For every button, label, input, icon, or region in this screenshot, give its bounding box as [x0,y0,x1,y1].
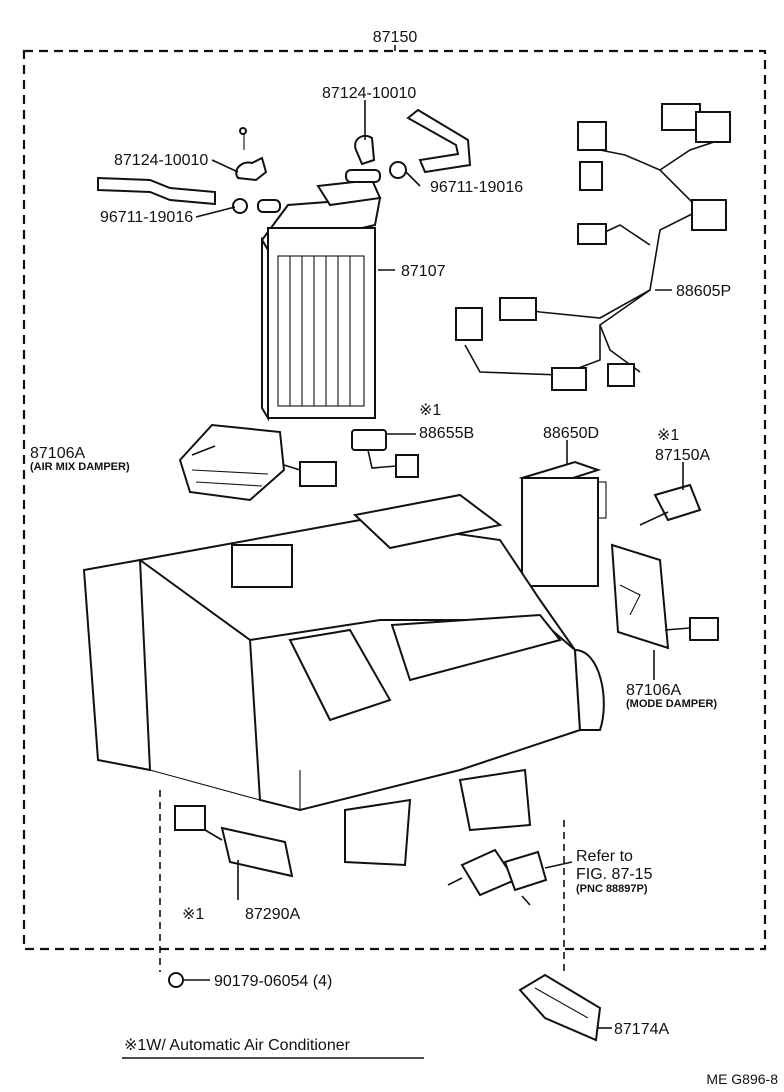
label-grommet-left: 96711-19016 [100,209,193,226]
heater-unit-case [82,493,605,867]
label-heater-core: 87107 [401,263,446,280]
marker-servo-87290a: ※1 [182,906,204,923]
label-servo-87150a: 87150A [655,447,710,464]
servo-87290a [174,805,294,878]
wire-harness [455,103,731,391]
marker-servo-87150a: ※1 [657,427,679,444]
heater-hose-left [97,176,216,206]
figure-code: ME G896-8 [706,1071,778,1087]
label-air-mix-damper: 87106A [30,445,85,462]
refer-line3: (PNC 88897P) [576,883,648,895]
grommet-left-icon [232,198,248,214]
label-hose-clamp-top: 87124-10010 [322,85,416,102]
label-air-mix-damper-note: (AIR MIX DAMPER) [30,461,130,473]
mode-damper [610,543,719,650]
label-hose-clamp-left: 87124-10010 [114,152,208,169]
label-sensor-88655b: 88655B [419,425,474,442]
label-nut: 90179-06054 (4) [214,973,332,990]
nut-icon [168,972,184,988]
servo-87150a [639,483,702,526]
duct-87174a [518,973,602,1042]
grommet-right-icon [389,161,407,179]
sensor-88655b [351,429,419,478]
refer-line1: Refer to [576,848,633,865]
footnote: ※1W/ Automatic Air Conditioner [124,1037,351,1054]
label-mode-damper: 87106A [626,682,681,699]
label-duct-87174a: 87174A [614,1021,669,1038]
refer-line2: FIG. 87-15 [576,866,653,883]
label-wire-harness: 88605P [676,283,731,300]
label-amplifier: 88650D [543,425,599,442]
amplifier [518,460,607,587]
assembly-number: 87150 [373,29,418,46]
heater-hose-right [406,108,472,174]
air-mix-damper [178,423,337,502]
hose-clamp-left-icon [235,156,268,182]
label-servo-87290a: 87290A [245,906,300,923]
label-grommet-right: 96711-19016 [430,179,523,196]
heater-core [257,169,382,422]
label-mode-damper-note: (MODE DAMPER) [626,698,717,710]
actuator-refer [447,848,548,906]
assembly-boundary [22,49,767,951]
hose-clamp-top-icon [354,134,376,166]
marker-sensor-88655b: ※1 [419,402,441,419]
